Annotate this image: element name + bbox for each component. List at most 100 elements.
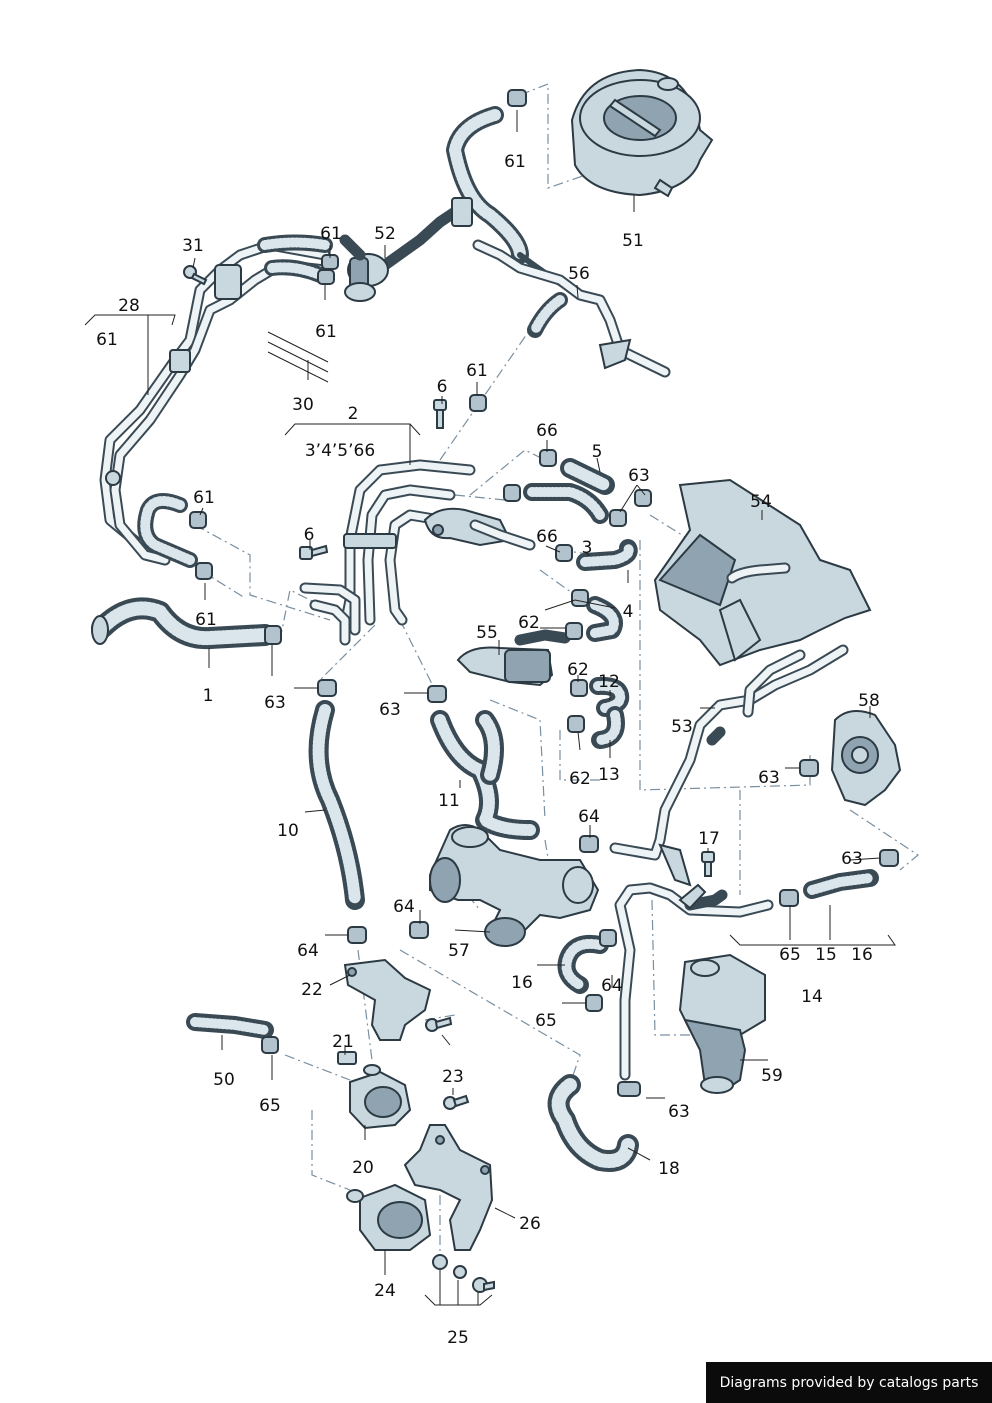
clamp [570,679,588,697]
clamp [585,994,603,1012]
label-54: 54 [750,492,772,512]
clamp [261,1036,279,1054]
label-22: 22 [301,980,323,1000]
clamp [409,921,429,939]
clamp [599,929,617,947]
clamp [317,679,337,697]
clamp [189,511,207,529]
label-66: 66 [536,527,558,547]
label-57: 57 [448,941,470,961]
bolt-23a[interactable] [425,1016,453,1032]
label-51: 51 [622,231,644,251]
clamp [427,685,447,703]
hose-13[interactable] [591,706,625,749]
valve-52[interactable] [339,197,473,302]
label-53: 53 [671,717,693,737]
clamp [567,715,585,733]
label-64: 64 [393,897,415,917]
hose-1[interactable] [91,597,276,650]
label-50: 50 [213,1070,235,1090]
label-52: 52 [374,224,396,244]
label-6: 6 [304,525,315,545]
label-63: 63 [628,466,650,486]
hose-4[interactable] [586,596,623,642]
label-2: 2 [348,404,359,424]
hose-18[interactable] [547,1074,639,1172]
label-31: 31 [182,236,204,256]
label-16: 16 [851,945,873,965]
hose-11[interactable] [430,710,540,840]
label-63: 63 [668,1102,690,1122]
hose-15-16[interactable] [803,869,879,899]
clamp [264,625,282,645]
label-21: 21 [332,1032,354,1052]
pipe-14[interactable] [614,882,774,1081]
connector-57[interactable] [429,824,600,947]
oil-cooler-59[interactable] [678,953,766,1094]
bracket-22[interactable] [343,958,432,1041]
label-24: 24 [374,1281,396,1301]
pipe-assembly-28[interactable] [99,234,333,568]
hose-50[interactable] [186,1013,274,1039]
cable-ties-30[interactable] [267,331,329,383]
clamp [347,926,367,944]
credit-text: Diagrams provided by catalogs parts [719,1374,979,1391]
hose-5[interactable] [523,458,615,524]
clamp [565,622,583,640]
label-15: 15 [815,945,837,965]
label-1: 1 [203,686,214,706]
bolt-31[interactable] [183,265,208,286]
callout-labels: 61 51 31 61 52 56 28 61 61 6 61 30 2 66 … [96,152,880,1348]
clamp [571,589,589,607]
hose-12[interactable] [589,676,630,717]
label-3: 3 [582,538,593,558]
clamp [507,89,527,107]
pump-20[interactable] [349,1064,412,1130]
label-62: 62 [518,613,540,633]
bracket-pipe-56[interactable] [472,239,671,378]
label-4: 4 [623,602,634,622]
label-58: 58 [858,691,880,711]
pipe-53[interactable] [609,644,849,887]
fasteners-25[interactable] [432,1254,495,1293]
clamp [503,484,521,502]
housing-55[interactable] [456,629,571,687]
label-5: 5 [592,442,603,462]
bolt-6b[interactable] [299,544,329,560]
label-61: 61 [96,330,118,350]
clamp [469,394,487,412]
label-61: 61 [466,361,488,381]
bolt-21[interactable] [337,1051,357,1065]
hose-16[interactable] [557,934,609,994]
clamp [539,449,557,467]
label-55: 55 [476,623,498,643]
label-61: 61 [193,488,215,508]
bracket-26[interactable] [403,1124,494,1251]
clamp [617,1081,641,1097]
clamp [579,835,599,853]
label-62: 62 [567,660,589,680]
bolt-23b[interactable] [443,1094,470,1110]
clamps[interactable] [189,89,899,1097]
label-14: 14 [801,987,823,1007]
bolt-17[interactable] [701,851,715,877]
hose-3[interactable] [576,539,638,571]
label-61: 61 [315,322,337,342]
hose-10[interactable] [308,700,365,910]
label-18: 18 [658,1159,680,1179]
label-64: 64 [578,807,600,827]
label-59: 59 [761,1066,783,1086]
expansion-tank[interactable] [570,68,714,198]
label-63: 63 [758,768,780,788]
label-63: 63 [264,693,286,713]
pump-58[interactable] [830,710,902,807]
control-module-54[interactable] [653,478,872,667]
pipe-bundle-2[interactable] [299,459,536,646]
label-63: 63 [379,700,401,720]
clamp [609,509,627,527]
clamp [555,544,573,562]
clamp [634,489,652,507]
bolt-6a[interactable] [433,399,447,429]
label-64: 64 [297,941,319,961]
pump-24[interactable] [346,1183,432,1251]
